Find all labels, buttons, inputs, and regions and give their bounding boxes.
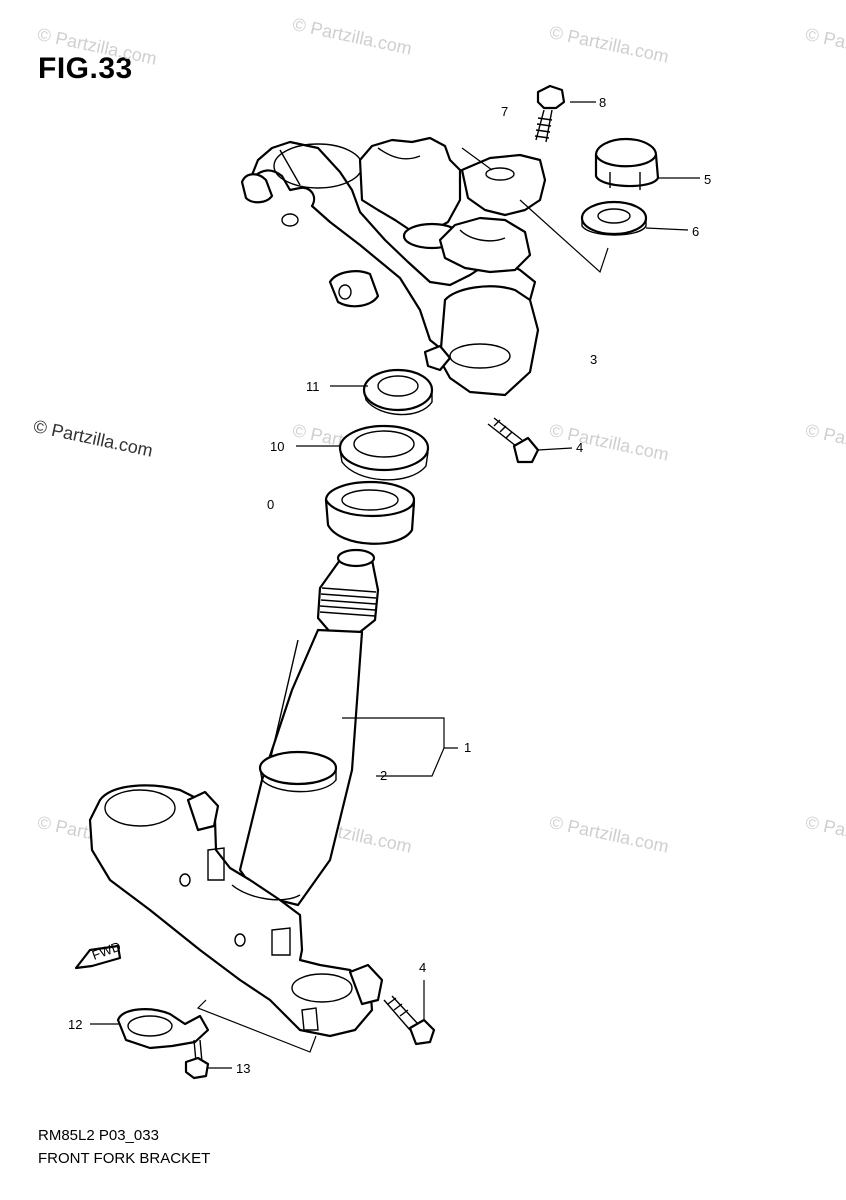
callout-10: 10 bbox=[270, 439, 284, 454]
figure-name: FRONT FORK BRACKET bbox=[38, 1150, 211, 1167]
bolt-8 bbox=[534, 84, 566, 143]
bolt-13 bbox=[184, 1039, 210, 1080]
cap-nut-5 bbox=[594, 137, 660, 190]
ring-2 bbox=[258, 750, 338, 793]
forward-direction-arrow: FWD bbox=[74, 939, 123, 970]
callout-4-lower: 4 bbox=[419, 960, 426, 975]
callout-3: 3 bbox=[590, 352, 597, 367]
figure-code: RM85L2 P03_033 bbox=[38, 1127, 159, 1144]
steering-stem-1 bbox=[238, 548, 380, 907]
figure-title: FIG.33 bbox=[38, 52, 133, 85]
callout-11: 11 bbox=[306, 379, 320, 394]
clamp-12 bbox=[116, 1008, 210, 1050]
callout-4-upper: 4 bbox=[576, 440, 583, 455]
callout-8: 8 bbox=[599, 95, 606, 110]
callout-13: 13 bbox=[236, 1061, 250, 1076]
race-10 bbox=[338, 424, 430, 481]
upper-bracket bbox=[240, 136, 547, 397]
callout-5: 5 bbox=[704, 172, 711, 187]
bolt-4-lower bbox=[383, 995, 436, 1046]
callout-7: 7 bbox=[501, 104, 508, 119]
callout-2: 2 bbox=[380, 768, 387, 783]
callout-12: 12 bbox=[68, 1017, 82, 1032]
callout-0: 0 bbox=[267, 497, 274, 512]
callout-6: 6 bbox=[692, 224, 699, 239]
lower-bracket bbox=[88, 784, 384, 1038]
washer-6 bbox=[580, 200, 648, 236]
bearing-0 bbox=[324, 480, 416, 545]
callout-1: 1 bbox=[464, 740, 471, 755]
seal-11 bbox=[362, 368, 434, 416]
bolt-4-upper bbox=[487, 417, 540, 464]
